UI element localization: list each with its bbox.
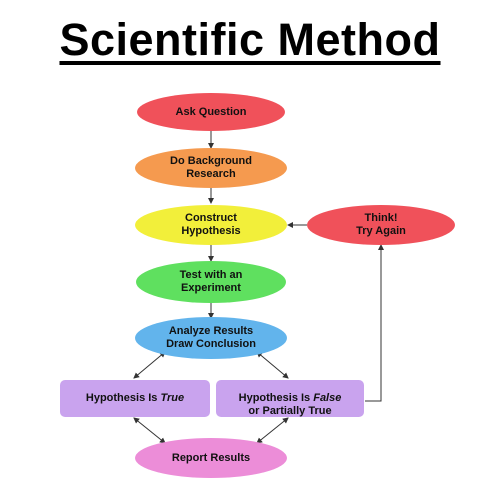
test-experiment-label: Test with an Experiment bbox=[179, 269, 243, 294]
hypothesis-true-word: True bbox=[160, 392, 185, 404]
ask-question-oval bbox=[137, 93, 285, 131]
hypothesis-true-label: Hypothesis Is True bbox=[60, 380, 210, 417]
ask-question-label: Ask Question bbox=[175, 105, 247, 118]
hypothesis-false-line1: Hypothesis Is False bbox=[239, 379, 342, 405]
think-try-again-oval bbox=[307, 205, 455, 245]
hypothesis-true-box bbox=[60, 380, 210, 417]
arrow-analyze-to-true bbox=[133, 351, 166, 379]
background-research-label: Do Background Research bbox=[170, 155, 252, 180]
arrow-true-to-report bbox=[133, 417, 166, 444]
connectors bbox=[133, 131, 384, 444]
diagram-title: Scientific Method bbox=[59, 14, 441, 65]
arrow-false-to-think bbox=[365, 244, 384, 402]
arrow-false-to-report bbox=[256, 417, 289, 444]
hypothesis-false-suffix: or Partially True bbox=[248, 405, 332, 417]
test-experiment-oval bbox=[136, 261, 286, 303]
report-results-oval bbox=[135, 438, 287, 478]
arrow-analyze-to-false bbox=[256, 351, 289, 379]
analyze-results-oval bbox=[135, 317, 287, 359]
hypothesis-true-prefix: Hypothesis Is bbox=[85, 392, 161, 404]
hypothesis-false-word: False bbox=[313, 392, 342, 404]
construct-hypothesis-label: Construct Hypothesis bbox=[181, 212, 241, 237]
construct-hypothesis-oval bbox=[135, 205, 287, 245]
hypothesis-false-prefix: Hypothesis Is bbox=[238, 392, 314, 404]
report-results-label: Report Results bbox=[171, 451, 251, 464]
think-try-again-label: Think! Try Again bbox=[356, 212, 406, 237]
hypothesis-false-label: Hypothesis Is False or Partially True bbox=[216, 380, 364, 417]
hypothesis-false-box bbox=[216, 380, 364, 417]
background-research-oval bbox=[135, 148, 287, 188]
analyze-results-label: Analyze Results Draw Conclusion bbox=[166, 325, 256, 350]
